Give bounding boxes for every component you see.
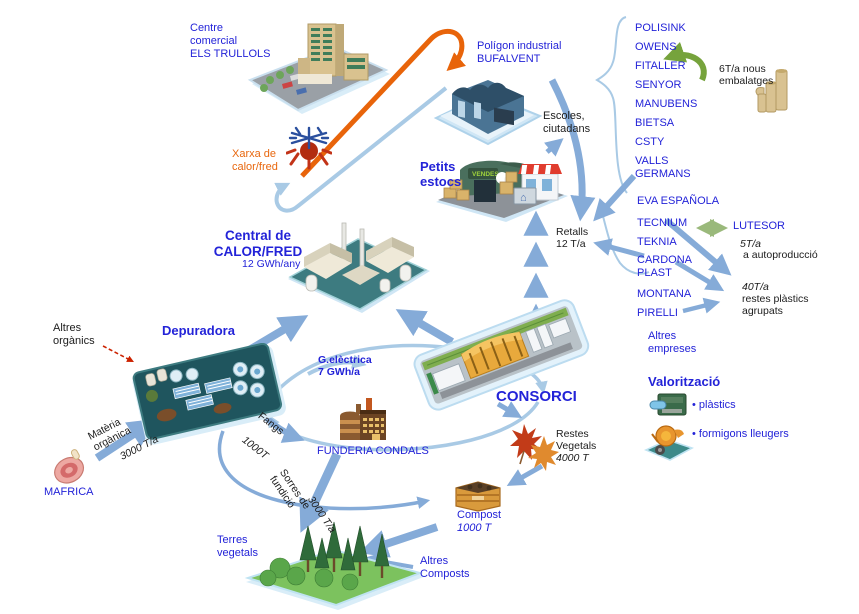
- arrow-depuradora-compost: [217, 430, 431, 511]
- label-valoritzacio-title: Valorització: [648, 374, 721, 389]
- company-owens: OWENS: [635, 41, 677, 53]
- petits-estocs-shop-icon: VENDES ⌂: [436, 160, 568, 222]
- label-valoritzacio-formigons: • formigons lleugers: [692, 428, 789, 440]
- company-polisink: POLISINK: [635, 22, 686, 34]
- label-consorci: CONSORCI: [496, 388, 577, 405]
- company-fitaller: FITALLER: [635, 60, 686, 72]
- mixer-icon: [643, 425, 694, 461]
- embalatges-green-arrow: [663, 42, 707, 82]
- plastics-machine-icon: [649, 393, 687, 416]
- label-central-value: 12 GWh/any: [242, 258, 301, 270]
- vendes-sign-text: VENDES: [472, 171, 499, 178]
- label-xarxa-calor-fred: Xarxa de calor/fred: [232, 148, 278, 173]
- companies-brace-1: [595, 16, 628, 194]
- label-centre-comercial: Centre comercial ELS TRULLOLS: [190, 22, 271, 60]
- label-retalls: Retalls 12 T/a: [556, 226, 589, 251]
- label-poligon-bufalvent: Polígon industrial BUFALVENT: [477, 40, 562, 65]
- restes-vegetals-leaves-icon: [510, 424, 559, 471]
- company-valls-germans: VALLS GERMANS: [635, 155, 691, 180]
- central-calor-fred-icon: [288, 222, 430, 313]
- arrow-escoles: [544, 138, 564, 157]
- company-csty: CSTY: [635, 136, 665, 148]
- label-lutesor-note: a autoproducció: [743, 249, 818, 261]
- company-manubens: MANUBENS: [635, 98, 698, 110]
- company-senyor: SENYOR: [635, 79, 682, 91]
- label-altres-composts: Altres Composts: [420, 555, 470, 580]
- label-compost-value: 1000 T: [457, 522, 492, 534]
- company-pirelli: PIRELLI: [637, 307, 678, 319]
- xarxa-orange-line: [300, 28, 466, 178]
- arrow-tecnium-40t: [664, 217, 732, 276]
- cart-glyph: ⌂: [520, 192, 527, 204]
- arrow-mafrica-depuradora: [94, 418, 158, 462]
- label-g-electrica: G.elèctrica 7 GWh/a: [318, 354, 372, 379]
- arrow-teknia-40t: [674, 259, 725, 292]
- label-compost: Compost: [457, 509, 502, 521]
- label-40t-value: 40T/a: [742, 281, 769, 293]
- arrow-restes-compost: [506, 463, 544, 486]
- commercial-center-icon: [247, 23, 390, 114]
- label-40t-note: restes plàstics agrupats: [742, 293, 809, 318]
- heat-cold-icon: [286, 126, 332, 170]
- label-escoles-ciutadans: Escoles, ciutadans: [543, 110, 591, 135]
- arrow-sorres-terres: [299, 452, 342, 533]
- compost-crate-icon: [455, 481, 501, 512]
- arrow-consorci-central: [395, 309, 455, 346]
- label-petits-estocs: Petits estocs: [420, 159, 462, 190]
- depuradora-icon: [132, 343, 286, 445]
- companies-brace-2: [600, 207, 650, 275]
- label-terres-vegetals: Terres vegetals: [217, 534, 258, 559]
- label-altres-empreses: Altres empreses: [648, 330, 697, 355]
- label-valoritzacio-plastics: • plàstics: [692, 399, 736, 411]
- embalatges-tubes-icon: [755, 69, 788, 113]
- label-embalatges-6t: 6T/a nous embalatges: [719, 63, 774, 88]
- altres-organics-arrow: [102, 345, 134, 363]
- company-eva-espanola: EVA ESPAÑOLA: [637, 195, 720, 207]
- funderia-icon: [340, 398, 386, 440]
- consorci-plant-icon: [413, 299, 590, 411]
- arrow-eva-retalls: [593, 173, 637, 222]
- company-montana: MONTANA: [637, 288, 692, 300]
- arrow-brace-retalls: [548, 78, 596, 222]
- label-central-calor-fred: Central de CALOR/FRED: [213, 228, 303, 259]
- label-restes-vegetals: Restes Vegetals: [556, 428, 597, 453]
- mafrica-ham-icon: [54, 449, 85, 484]
- arrow-cardona-retalls: [593, 238, 645, 259]
- label-mafrica: MAFRICA: [44, 486, 94, 498]
- bufalvent-factory-icon: [433, 80, 543, 146]
- terres-vegetals-forest-icon: [244, 521, 426, 610]
- label-funderia-condals: FUNDERIA CONDALS: [317, 445, 429, 457]
- label-depuradora: Depuradora: [162, 323, 235, 338]
- company-teknia: TEKNIA: [637, 236, 677, 248]
- company-cardona-plast: CARDONA PLAST: [637, 254, 693, 279]
- label-altres-organics: Altres orgànics: [53, 322, 95, 347]
- label-lutesor-value: 5T/a: [740, 238, 762, 250]
- company-tecnium: TECNIUM: [637, 217, 688, 229]
- xarxa-return-line: [274, 86, 448, 213]
- label-restes-value: 4000 T: [556, 452, 589, 464]
- label-lutesor: LUTESOR: [733, 220, 785, 232]
- company-bietsa: BIETSA: [635, 117, 675, 129]
- arrow-consorci-restes: [496, 401, 523, 419]
- arrow-pirelli-40t: [682, 297, 721, 314]
